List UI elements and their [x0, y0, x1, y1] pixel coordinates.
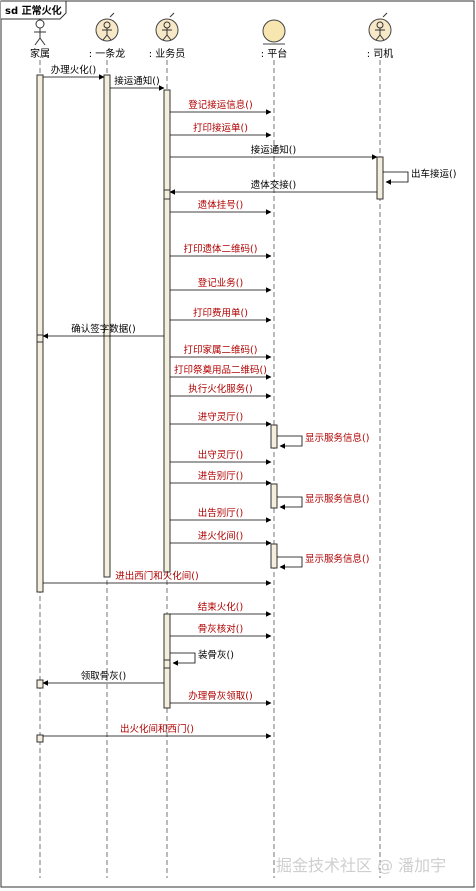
- message-label: 进出西门和火化间(): [115, 570, 198, 582]
- message-label: 领取骨灰(): [81, 670, 126, 682]
- frame-title-tab: [1, 0, 67, 20]
- message: 进出西门和火化间(): [43, 570, 272, 586]
- message-label: 接运通知(): [251, 144, 296, 156]
- message-label: 打印祭奠用品二维码(): [174, 364, 267, 376]
- activation-bar: [270, 543, 278, 569]
- message: 骨灰核对(): [170, 623, 272, 639]
- watermark: 掘金技术社区 @ 潘加宇: [276, 856, 447, 875]
- message: 显示服务信息(): [277, 432, 369, 449]
- message-label: 骨灰核对(): [198, 623, 243, 635]
- message: 结束火化(): [170, 601, 272, 617]
- actor-family: 家属: [30, 19, 50, 60]
- message: 登记接运信息(): [170, 99, 272, 115]
- actor-label-driver: : 司机: [367, 47, 394, 60]
- message: 登记业务(): [170, 277, 272, 293]
- actor-label-platform: : 平台: [261, 47, 288, 60]
- message: 显示服务信息(): [277, 553, 369, 570]
- message: 出守灵厅(): [170, 449, 272, 465]
- actor-label-clerk: : 业务员: [149, 47, 186, 60]
- message: 出火化间和西门(): [43, 723, 272, 739]
- activation-bar: [270, 483, 278, 509]
- message-label: 显示服务信息(): [305, 553, 369, 565]
- activation-bar: [270, 424, 278, 449]
- message-arrow: [277, 556, 303, 570]
- activation-bar: [103, 74, 111, 578]
- message-arrow: [383, 171, 409, 185]
- activation-bar: [36, 679, 44, 689]
- message: 打印接运单(): [170, 122, 272, 138]
- message: 进守灵厅(): [170, 411, 272, 427]
- actor-clerk: : 业务员: [149, 12, 186, 60]
- message-label: 执行火化服务(): [188, 383, 252, 395]
- message-label: 装骨灰(): [198, 649, 234, 661]
- message-label: 出车接运(): [411, 168, 456, 180]
- message: 遗体交接(): [169, 179, 377, 195]
- message: 打印遗体二维码(): [170, 243, 272, 259]
- message-label: 进火化间(): [198, 530, 243, 542]
- actor-platform: : 平台: [261, 19, 288, 60]
- message: 打印祭奠用品二维码(): [170, 364, 272, 380]
- message-label: 结束火化(): [198, 601, 243, 613]
- activation-bar: [376, 156, 384, 200]
- message-label: 确认签字数据(): [71, 323, 135, 335]
- actor-label-onestop: : 一条龙: [89, 47, 126, 60]
- actor-label-family: 家属: [30, 47, 50, 60]
- message: 遗体挂号(): [170, 199, 272, 215]
- message-label: 打印遗体二维码(): [184, 243, 258, 255]
- message: 打印家属二维码(): [170, 344, 272, 360]
- actor-onestop: : 一条龙: [89, 12, 126, 60]
- message-label: 接运通知(): [114, 75, 159, 87]
- message-label: 打印接运单(): [193, 122, 248, 134]
- message: 办理火化(): [43, 64, 105, 80]
- activation-bar: [163, 89, 171, 573]
- message: 接运通知(): [170, 144, 378, 160]
- message-label: 进守灵厅(): [198, 411, 243, 423]
- message-label: 打印家属二维码(): [184, 344, 258, 356]
- message-label: 遗体挂号(): [198, 199, 243, 211]
- actor-driver: : 司机: [367, 12, 394, 60]
- message: 领取骨灰(): [42, 670, 164, 686]
- message-label: 出火化间和西门(): [120, 723, 194, 735]
- activation-bar: [36, 734, 44, 743]
- activation-bar: [36, 334, 44, 343]
- message: 显示服务信息(): [277, 493, 369, 510]
- message: 打印费用单(): [170, 307, 272, 323]
- message: 接运通知(): [110, 75, 165, 91]
- message-label: 出守灵厅(): [198, 449, 243, 461]
- message: 确认签字数据(): [42, 323, 164, 339]
- message: 进告别厅(): [170, 470, 272, 486]
- frame-title: sd 正常火化: [5, 4, 62, 17]
- message-arrow: [170, 652, 196, 666]
- message-label: 出告别厅(): [198, 507, 243, 519]
- message-label: 打印费用单(): [193, 307, 248, 319]
- message: 装骨灰(): [170, 649, 234, 666]
- message-arrow: [277, 496, 303, 510]
- message-label: 办理骨灰领取(): [188, 690, 252, 702]
- message-label: 办理火化(): [51, 64, 96, 76]
- message-label: 显示服务信息(): [305, 432, 369, 444]
- message: 出车接运(): [383, 168, 456, 185]
- message-label: 遗体交接(): [251, 179, 296, 191]
- message: 办理骨灰领取(): [170, 690, 272, 706]
- message-label: 登记接运信息(): [188, 99, 252, 111]
- activation-bar: [163, 659, 171, 669]
- message-label: 显示服务信息(): [305, 493, 369, 505]
- message: 执行火化服务(): [170, 383, 272, 399]
- message-arrow: [277, 435, 303, 449]
- message-label: 登记业务(): [198, 277, 243, 289]
- message-label: 进告别厅(): [198, 470, 243, 482]
- activation-bar: [36, 74, 44, 593]
- message: 出告别厅(): [170, 507, 272, 523]
- activation-bar: [163, 189, 171, 200]
- message: 进火化间(): [170, 530, 272, 546]
